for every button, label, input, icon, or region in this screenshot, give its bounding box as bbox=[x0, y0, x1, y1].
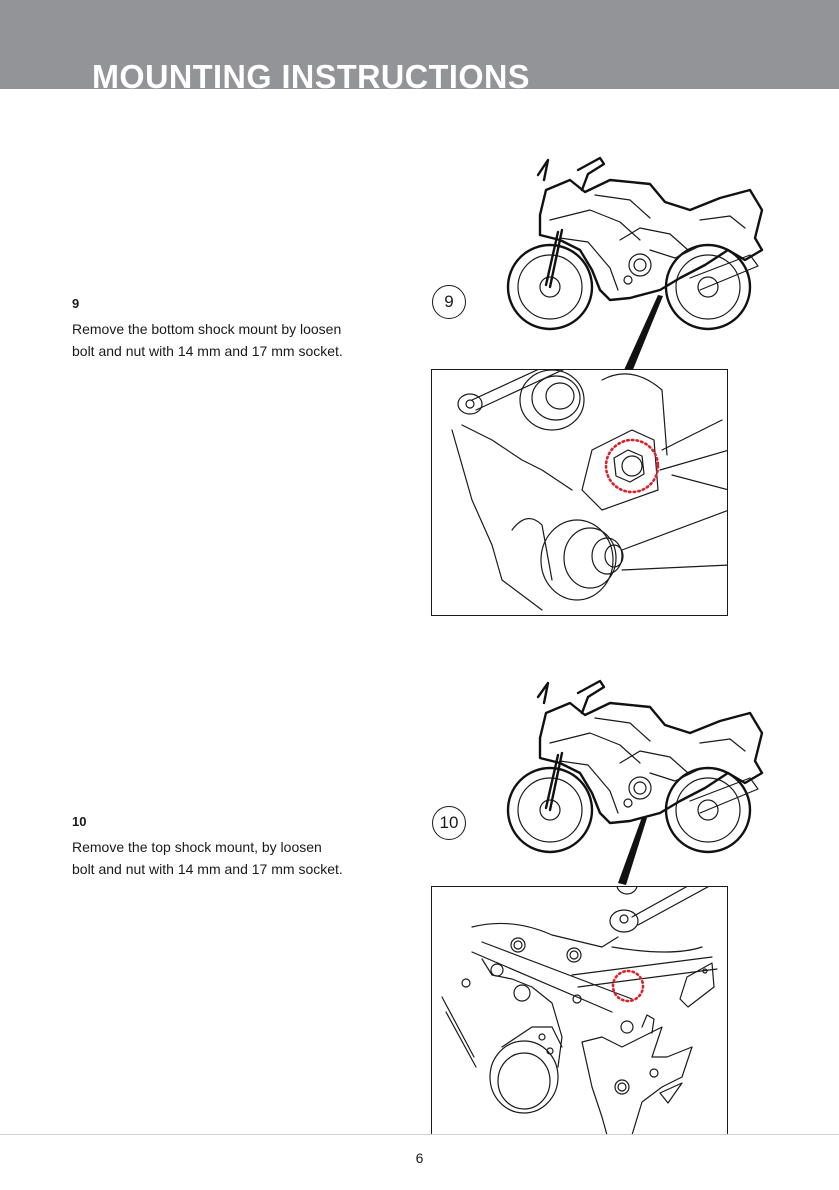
shock-mount-detail-icon bbox=[451, 370, 727, 611]
step-number: 9 bbox=[72, 296, 80, 311]
step-badge-10: 10 bbox=[432, 806, 466, 840]
header-bar: MOUNTING INSTRUCTIONS bbox=[0, 0, 839, 89]
page-number: 6 bbox=[415, 1150, 424, 1166]
step-10: 10 Remove the top shock mount, by loosen… bbox=[72, 814, 402, 880]
step-9: 9 Remove the bottom shock mount by loose… bbox=[72, 296, 402, 362]
step-badge-9: 9 bbox=[432, 285, 466, 319]
step-line: Remove the top shock mount, by loosen bbox=[72, 839, 322, 855]
step-line: bolt and nut with 14 mm and 17 mm socket… bbox=[72, 861, 343, 877]
footer-divider bbox=[0, 1134, 839, 1135]
detail-illustration-10 bbox=[431, 886, 728, 1134]
top-shock-mount-detail-icon bbox=[441, 887, 718, 1134]
detail-illustration-9 bbox=[431, 369, 728, 616]
motorcycle-overview-illustration-10 bbox=[500, 675, 770, 890]
step-number: 10 bbox=[72, 814, 87, 829]
page-title: MOUNTING INSTRUCTIONS bbox=[92, 58, 530, 89]
motorcycle-overview-illustration-9 bbox=[500, 150, 770, 380]
motorcycle-icon bbox=[506, 156, 764, 372]
step-line: bolt and nut with 14 mm and 17 mm socket… bbox=[72, 343, 343, 359]
step-line: Remove the bottom shock mount by loosen bbox=[72, 321, 342, 337]
motorcycle-icon bbox=[506, 679, 764, 885]
